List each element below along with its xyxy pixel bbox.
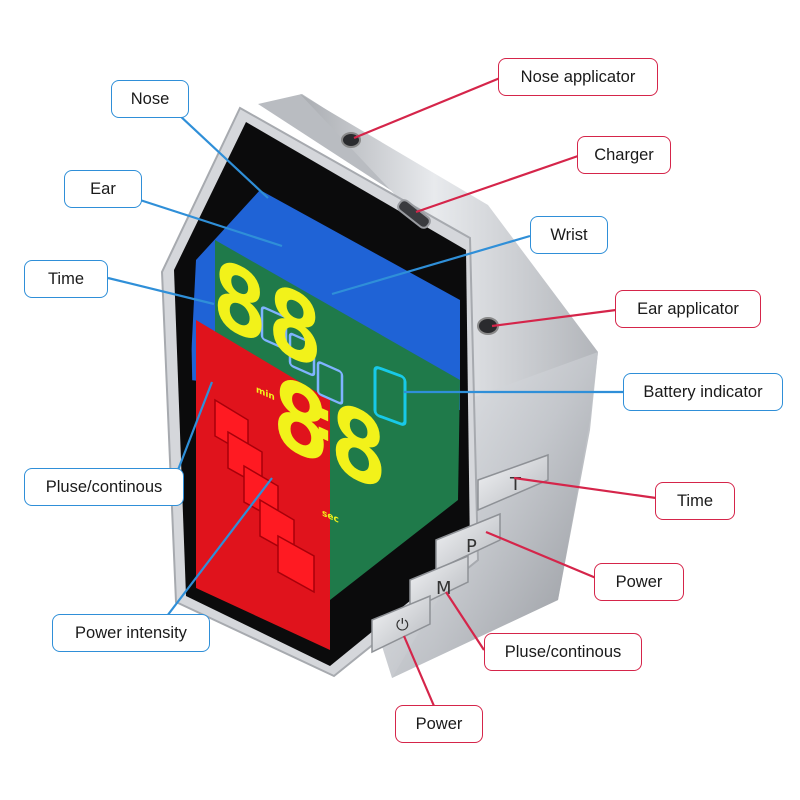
time-left-callout: Time: [24, 260, 108, 298]
ear-applicator-leader: [491, 308, 617, 328]
intensity-bars: [214, 398, 315, 594]
t-button: [477, 453, 549, 512]
pulse-left-leader: [176, 381, 214, 471]
side-buttons[interactable]: T P M ⏻: [371, 453, 549, 654]
charger-port: [397, 199, 431, 229]
time-right-callout: Time: [655, 482, 735, 520]
ear-icon: [288, 332, 316, 377]
m-button: [409, 554, 469, 612]
nose-applicator-port: [341, 132, 361, 148]
pulse-continuous-right-callout: Pluse/continous: [484, 633, 642, 671]
charger-callout: Charger: [577, 136, 671, 174]
battery-icon: [373, 366, 407, 426]
wrist-icon: [316, 361, 344, 405]
nose-callout: Nose: [111, 80, 189, 118]
pulse-continuous-left-callout: Pluse/continous: [24, 468, 184, 506]
power-intensity-leader: [163, 477, 273, 621]
ear-leader: [139, 198, 283, 248]
nose-icon: [260, 306, 288, 350]
power-bottom-callout: Power: [395, 705, 483, 743]
wrist-callout: Wrist: [530, 216, 608, 254]
power-right-callout: Power: [594, 563, 684, 601]
p-button-label: P: [466, 536, 477, 557]
power-icon: ⏻: [396, 615, 409, 634]
power-right-leader: [485, 530, 597, 580]
leader-lines: [107, 76, 657, 707]
nose-leader: [177, 113, 269, 199]
pulse-right-leader: [445, 591, 485, 651]
p-button: [435, 512, 501, 572]
charger-leader: [415, 154, 579, 214]
ear-applicator-callout: Ear applicator: [615, 290, 761, 328]
battery-indicator-callout: Battery indicator: [623, 373, 783, 411]
wrist-leader: [331, 234, 531, 296]
time-left-leader: [107, 276, 215, 306]
colon: :: [306, 379, 341, 461]
mode-icons: [260, 306, 344, 405]
power-intensity-callout: Power intensity: [52, 614, 210, 652]
intensity-bar-5: [277, 534, 315, 594]
time-right-leader: [513, 476, 657, 500]
nose-applicator-leader: [353, 76, 501, 140]
power-button: [371, 594, 431, 654]
nose-applicator-callout: Nose applicator: [498, 58, 658, 96]
ear-callout: Ear: [64, 170, 142, 208]
power-bottom-leader: [402, 635, 436, 707]
lcd-screen: [190, 190, 460, 650]
